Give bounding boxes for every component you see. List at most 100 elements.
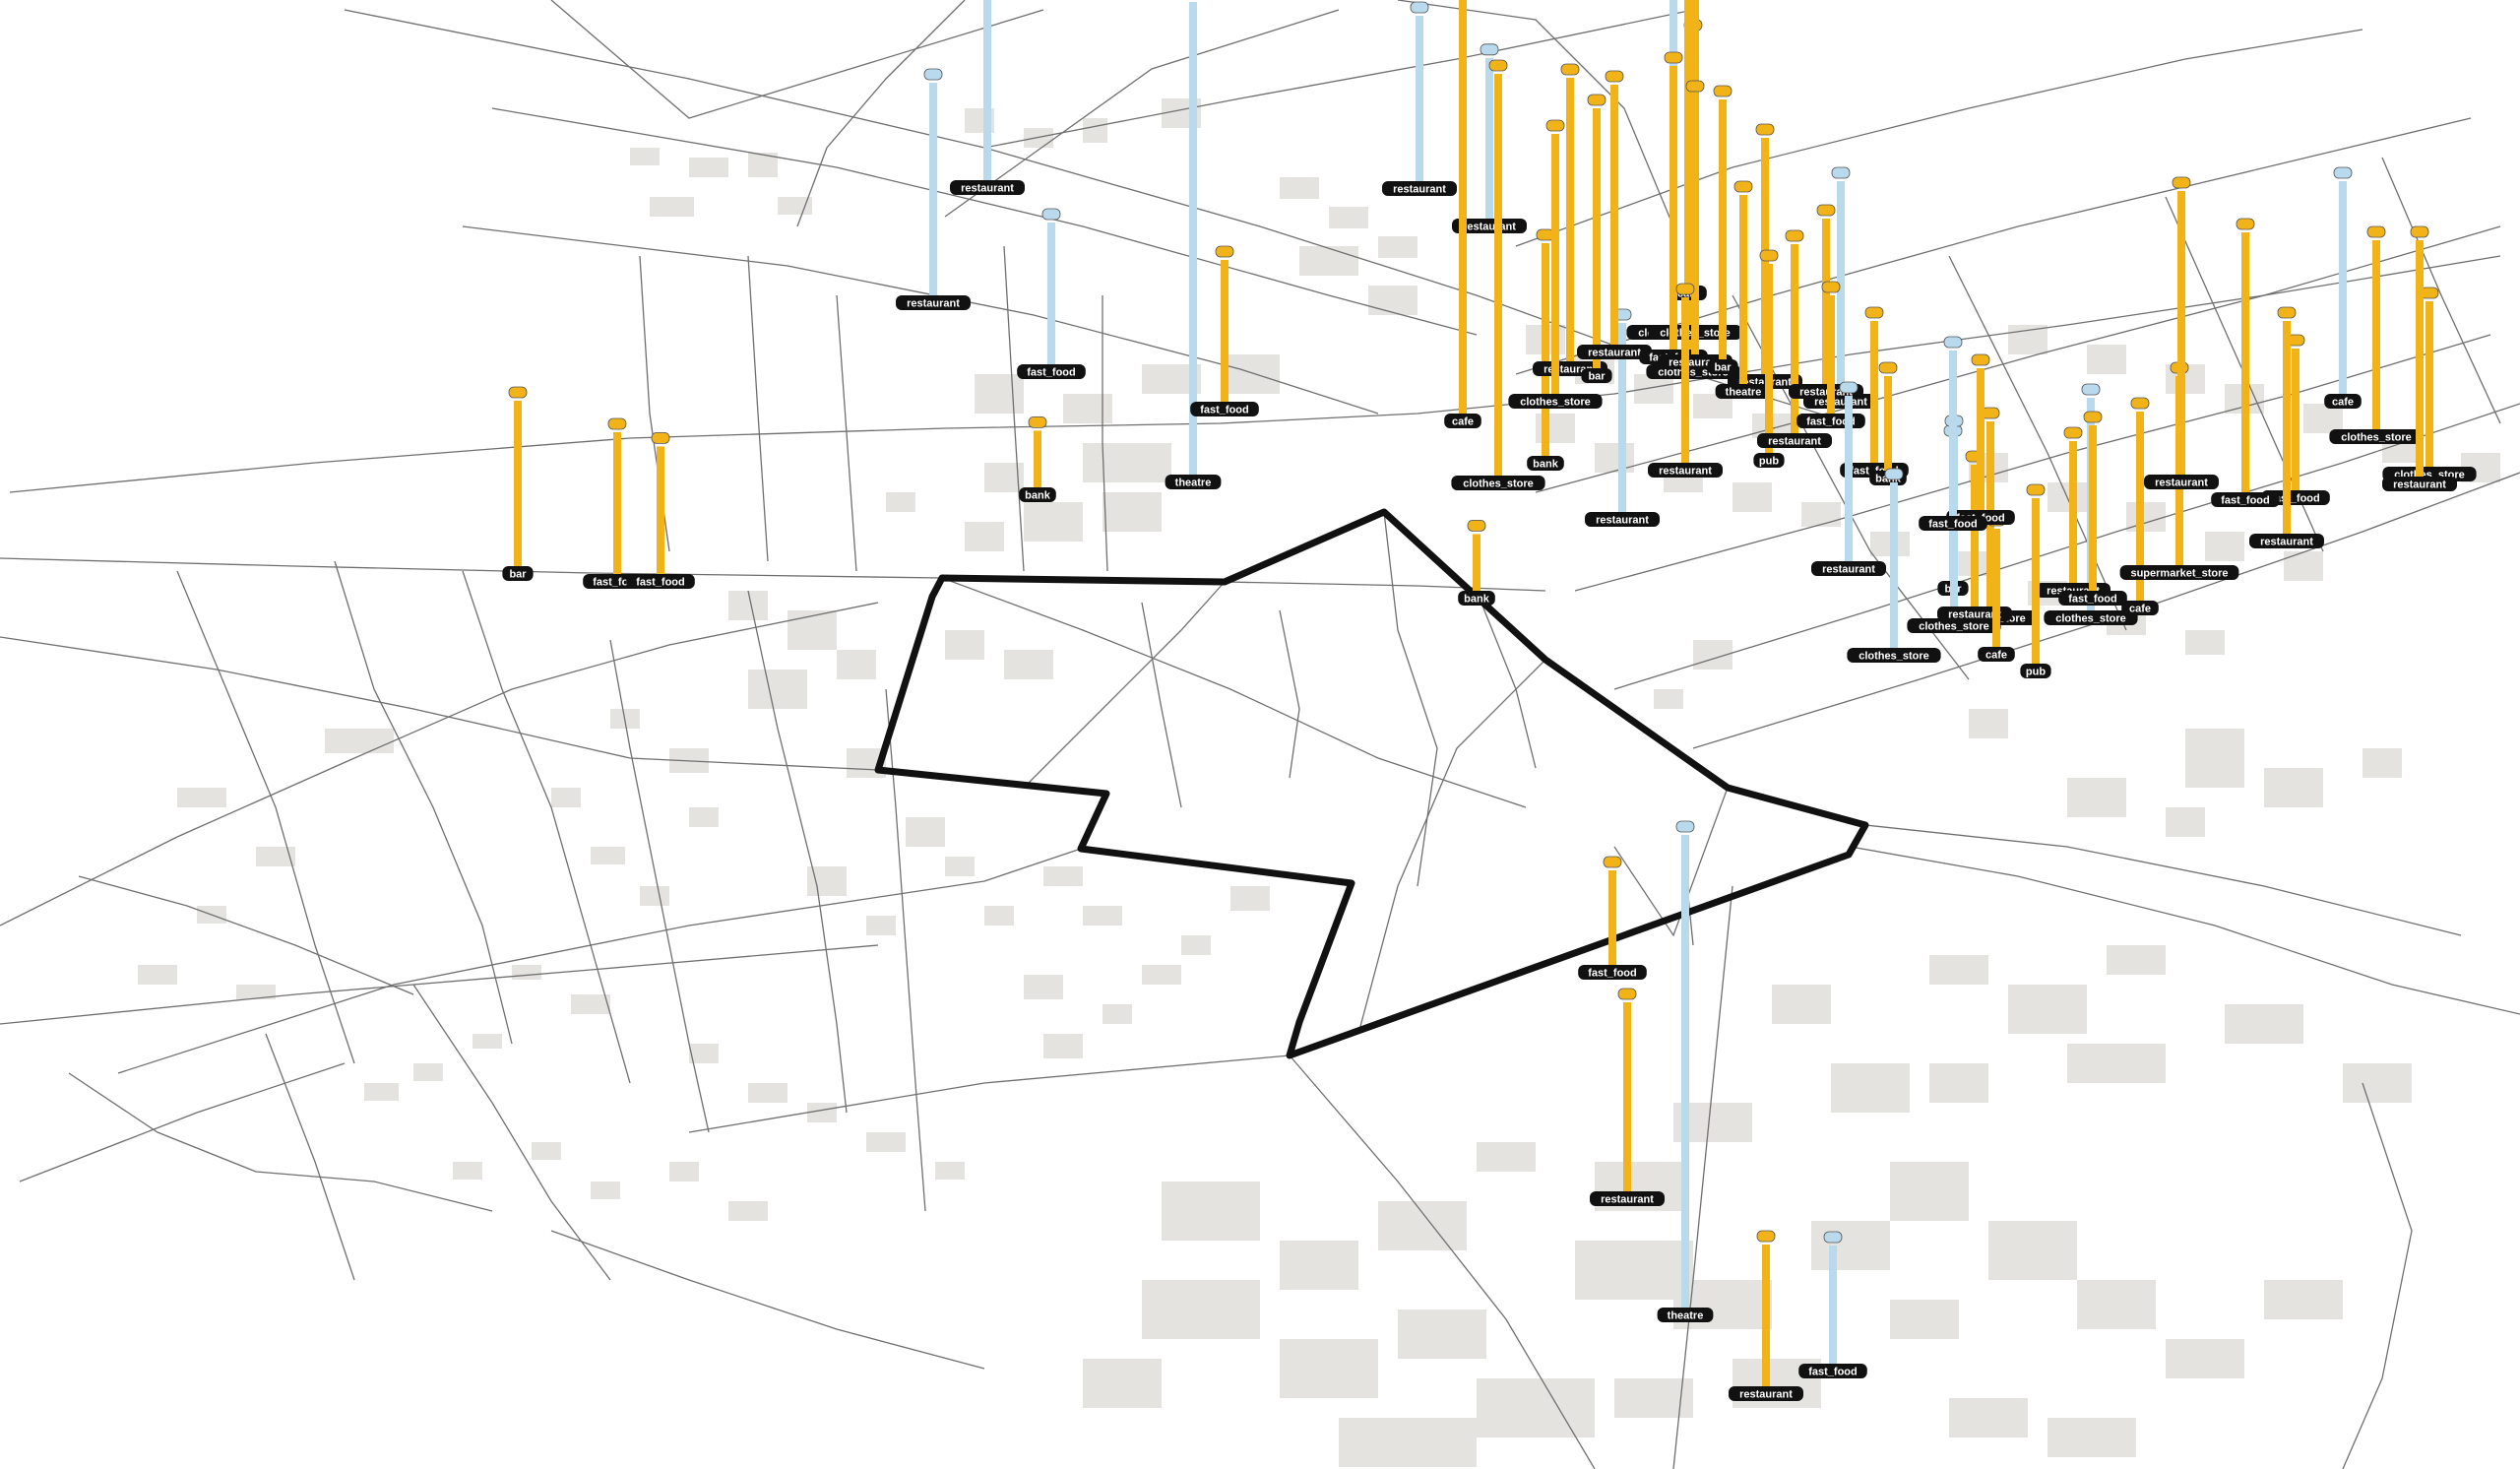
- poi-marker[interactable]: restaurant: [1803, 166, 1878, 409]
- poi-marker[interactable]: fast_food: [583, 417, 652, 589]
- poi-marker[interactable]: restaurant: [2144, 176, 2219, 489]
- poi-marker[interactable]: theatre: [1165, 0, 1222, 489]
- poi-bar: [1681, 297, 1689, 463]
- poi-bar: [2032, 498, 2040, 664]
- poi-label-background: [1190, 402, 1259, 416]
- poi-marker[interactable]: clothes_store: [1508, 119, 1603, 409]
- poi-label-background: [1729, 1386, 1803, 1401]
- poi-marker[interactable]: restaurant: [1590, 988, 1665, 1206]
- poi-marker[interactable]: fast_food: [2058, 411, 2127, 606]
- poi-bar-cap: [923, 68, 943, 81]
- poi-label: fast_food: [1027, 367, 1076, 379]
- poi-bar-cap: [2081, 383, 2101, 396]
- poi-label-background: [1508, 394, 1603, 409]
- poi-marker[interactable]: restaurant: [950, 0, 1025, 195]
- poi-marker[interactable]: bar: [502, 386, 534, 581]
- poi-label: restaurant: [1601, 1194, 1654, 1206]
- poi-marker[interactable]: restaurant: [1811, 381, 1886, 576]
- poi-label: restaurant: [2393, 479, 2446, 491]
- building-footprint: [669, 1162, 699, 1182]
- poi-marker[interactable]: fast_food: [1919, 336, 1987, 531]
- poi-label: fast_food: [1588, 968, 1637, 980]
- poi-bar: [2339, 181, 2347, 394]
- poi-bar-cap: [2236, 218, 2255, 230]
- poi-marker[interactable]: restaurant: [2249, 306, 2324, 548]
- poi-marker[interactable]: pub: [1753, 249, 1785, 468]
- poi-marker[interactable]: fast_food: [2211, 218, 2280, 507]
- poi-marker[interactable]: fast_food: [626, 431, 695, 589]
- poi-marker[interactable]: restaurant: [2382, 225, 2457, 491]
- building-footprint: [1043, 866, 1083, 886]
- building-footprint: [866, 916, 896, 935]
- poi-marker[interactable]: theatre: [1657, 820, 1714, 1322]
- poi-bar: [1845, 396, 1853, 561]
- poi-bar: [1610, 85, 1618, 345]
- road-segment: [1515, 29, 2363, 247]
- poi-bar-cap: [1560, 63, 1580, 76]
- poi-label-background: [1444, 414, 1481, 428]
- poi-marker[interactable]: fast_food: [1578, 856, 1647, 980]
- poi-marker[interactable]: cafe: [2121, 397, 2159, 615]
- poi-marker[interactable]: cafe: [2324, 166, 2362, 409]
- poi-marker[interactable]: restaurant: [1577, 70, 1652, 359]
- site-boundary-outline: [874, 508, 1869, 1059]
- poi-label-background: [1715, 384, 1772, 399]
- building-footprint: [1801, 502, 1841, 527]
- poi-bar: [1494, 74, 1502, 476]
- poi-label: restaurant: [961, 183, 1014, 195]
- poi-bar: [1618, 323, 1626, 512]
- building-footprint: [1477, 1142, 1536, 1172]
- building-footprint: [1280, 1241, 1358, 1290]
- building-footprint: [1890, 1300, 1959, 1339]
- building-footprint: [2264, 768, 2323, 807]
- road-segment: [0, 557, 1546, 592]
- poi-bar: [1870, 321, 1878, 463]
- poi-bar: [1971, 465, 1979, 607]
- poi-bar-cap: [1488, 59, 1508, 72]
- poi-marker[interactable]: bar: [1581, 94, 1612, 383]
- poi-bar-cap: [1733, 180, 1753, 193]
- poi-bar: [1566, 78, 1574, 361]
- building-footprint: [650, 197, 694, 217]
- road-segment: [1476, 590, 1537, 769]
- building-footprint: [2205, 532, 2244, 561]
- poi-marker[interactable]: pub: [2020, 483, 2051, 678]
- poi-bar-cap: [508, 386, 528, 399]
- poi-label: bank: [1025, 490, 1051, 502]
- poi-marker[interactable]: restaurant: [1757, 229, 1832, 448]
- poi-label: cafe: [2129, 604, 2151, 615]
- building-footprint: [2166, 1339, 2244, 1378]
- poi-marker[interactable]: cafe: [1978, 514, 2015, 662]
- poi-marker[interactable]: restaurant: [1648, 283, 1723, 478]
- poi-marker[interactable]: bank: [1019, 415, 1056, 502]
- poi-marker[interactable]: restaurant: [1729, 1230, 1803, 1401]
- poi-bar: [1829, 1245, 1837, 1364]
- poi-marker[interactable]: clothes_store: [2329, 225, 2424, 444]
- road-segment: [412, 984, 611, 1281]
- poi-marker[interactable]: restaurant: [1452, 43, 1527, 233]
- poi-label-background: [2058, 591, 2127, 606]
- poi-marker[interactable]: fast_food: [1798, 1231, 1867, 1378]
- road-segment: [1289, 1054, 1596, 1469]
- building-footprint: [886, 492, 915, 512]
- road-segment: [117, 848, 1082, 1074]
- building-footprint: [1024, 975, 1063, 999]
- road-segment: [1003, 245, 1025, 572]
- building-footprint: [2067, 1044, 2166, 1083]
- poi-marker[interactable]: clothes_store: [1451, 59, 1545, 490]
- poi-marker[interactable]: restaurant: [896, 68, 971, 310]
- building-footprint: [2166, 807, 2205, 837]
- poi-marker[interactable]: cafe: [1444, 0, 1481, 428]
- poi-marker[interactable]: bar: [1707, 85, 1738, 374]
- poi-marker[interactable]: theatre: [1715, 180, 1772, 399]
- poi-marker[interactable]: fast_food: [1190, 245, 1259, 416]
- poi-marker[interactable]: clothes_store: [1847, 468, 1941, 663]
- poi-bar-cap: [1675, 820, 1695, 833]
- poi-marker[interactable]: bank: [1458, 520, 1495, 606]
- poi-bar-cap: [2366, 225, 2386, 238]
- building-footprint: [1221, 354, 1280, 394]
- poi-marker[interactable]: fast_food: [1017, 208, 1086, 379]
- building-footprint: [1654, 689, 1683, 709]
- building-footprint: [2185, 729, 2244, 788]
- poi-marker[interactable]: restaurant: [1382, 1, 1457, 196]
